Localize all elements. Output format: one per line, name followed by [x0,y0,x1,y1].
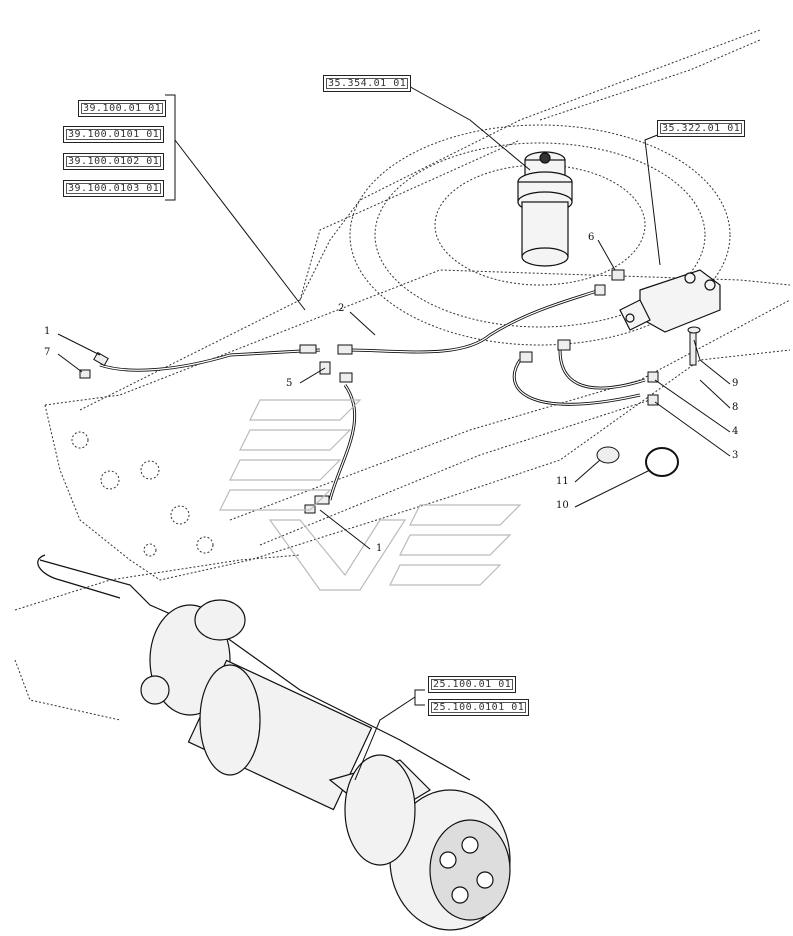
leader-39-100 [174,139,306,311]
fitting [519,351,533,363]
control-valve [619,269,721,333]
lower-frame-top [14,554,301,611]
bolt-9 [689,329,697,366]
chassis-hole [100,470,120,490]
callout-1-left: 1 [44,326,51,337]
fitting [339,372,353,383]
bracket-39-100 [165,94,176,201]
chassis-hole [71,431,89,449]
leader-11 [574,459,601,483]
fitting [337,344,353,355]
fitting-7 [79,369,91,379]
fitting [93,351,109,367]
chassis-hole [140,460,160,480]
ref-box-39-100-0101: 39.100.0101 01 [63,126,165,143]
leader-5 [299,367,326,384]
callout-7: 7 [44,347,51,358]
callout-3: 3 [732,450,739,461]
hose-5 [558,349,646,390]
ref-box-39-100-0103: 39.100.0103 01 [63,180,165,197]
callout-8: 8 [732,402,739,413]
callout-10: 10 [556,500,569,511]
chassis-hole [143,543,157,557]
chassis-rail-mid [229,299,791,521]
axle-flange [199,664,261,776]
frame-outline-far [539,39,761,121]
hose-3-vertical [328,384,357,501]
axle-assembly [37,554,511,931]
leader-2 [349,311,376,336]
leader-1-left [57,333,101,356]
callout-9: 9 [732,378,739,389]
fitting-6 [611,269,625,281]
leader-7 [57,353,83,373]
fitting [304,504,316,514]
hydraulic-hoses-inner [99,289,646,501]
leader-4 [654,379,731,433]
fitting [647,371,659,383]
callout-6: 6 [588,232,595,243]
callout-5: 5 [286,378,293,389]
seal-ring-10 [645,447,679,477]
axle-flange-right [344,754,416,866]
chassis-rail-bottom [44,349,791,581]
chassis-rail-top [44,269,791,406]
chassis-rail-lower [259,399,651,546]
washer-8 [687,326,701,334]
turntable-mid-ring [374,142,706,328]
ref-box-39-100-01: 39.100.01 01 [78,100,167,117]
chassis-hole [170,505,190,525]
leader-lines [57,83,731,781]
fitting [314,495,330,505]
leader-8 [699,379,731,409]
ref-box-25-100-0101: 25.100.0101 01 [428,699,530,716]
callout-2: 2 [338,303,345,314]
rotary-swivel-joint [517,151,573,267]
callout-11: 11 [556,476,569,487]
leader-1-bottom [319,509,371,550]
ref-box-35-322: 35.322.01 01 [657,120,746,137]
fitting [299,344,317,354]
fitting [594,284,606,296]
hose-fittings [79,269,701,514]
leader-35-354 [404,83,531,171]
leader-6 [597,239,616,271]
lower-frame-side [14,659,121,721]
leader-3 [654,401,731,457]
axle-mount [194,599,246,641]
frame-outline-upper [79,29,761,411]
bracket-25-100 [414,689,425,706]
chassis-hole [196,536,214,554]
turntable-outer-ring [349,124,731,346]
ref-box-35-354: 35.354.01 01 [323,75,412,92]
leader-10 [574,469,651,508]
hydraulic-hoses [99,288,646,501]
frame-outline-inner [299,139,521,301]
fitting [647,394,659,406]
turntable-inner-ring [434,164,646,286]
callout-1-bottom: 1 [376,543,383,554]
plug-11 [596,446,620,464]
ref-box-39-100-0102: 39.100.0102 01 [63,153,165,170]
ref-box-25-100-01: 25.100.01 01 [428,676,517,693]
leader-25-100 [354,696,416,781]
leader-9 [693,339,731,385]
callout-4: 4 [732,426,739,437]
fitting [557,339,571,351]
leader-35-322 [644,133,661,266]
watermark-logo [219,399,522,591]
